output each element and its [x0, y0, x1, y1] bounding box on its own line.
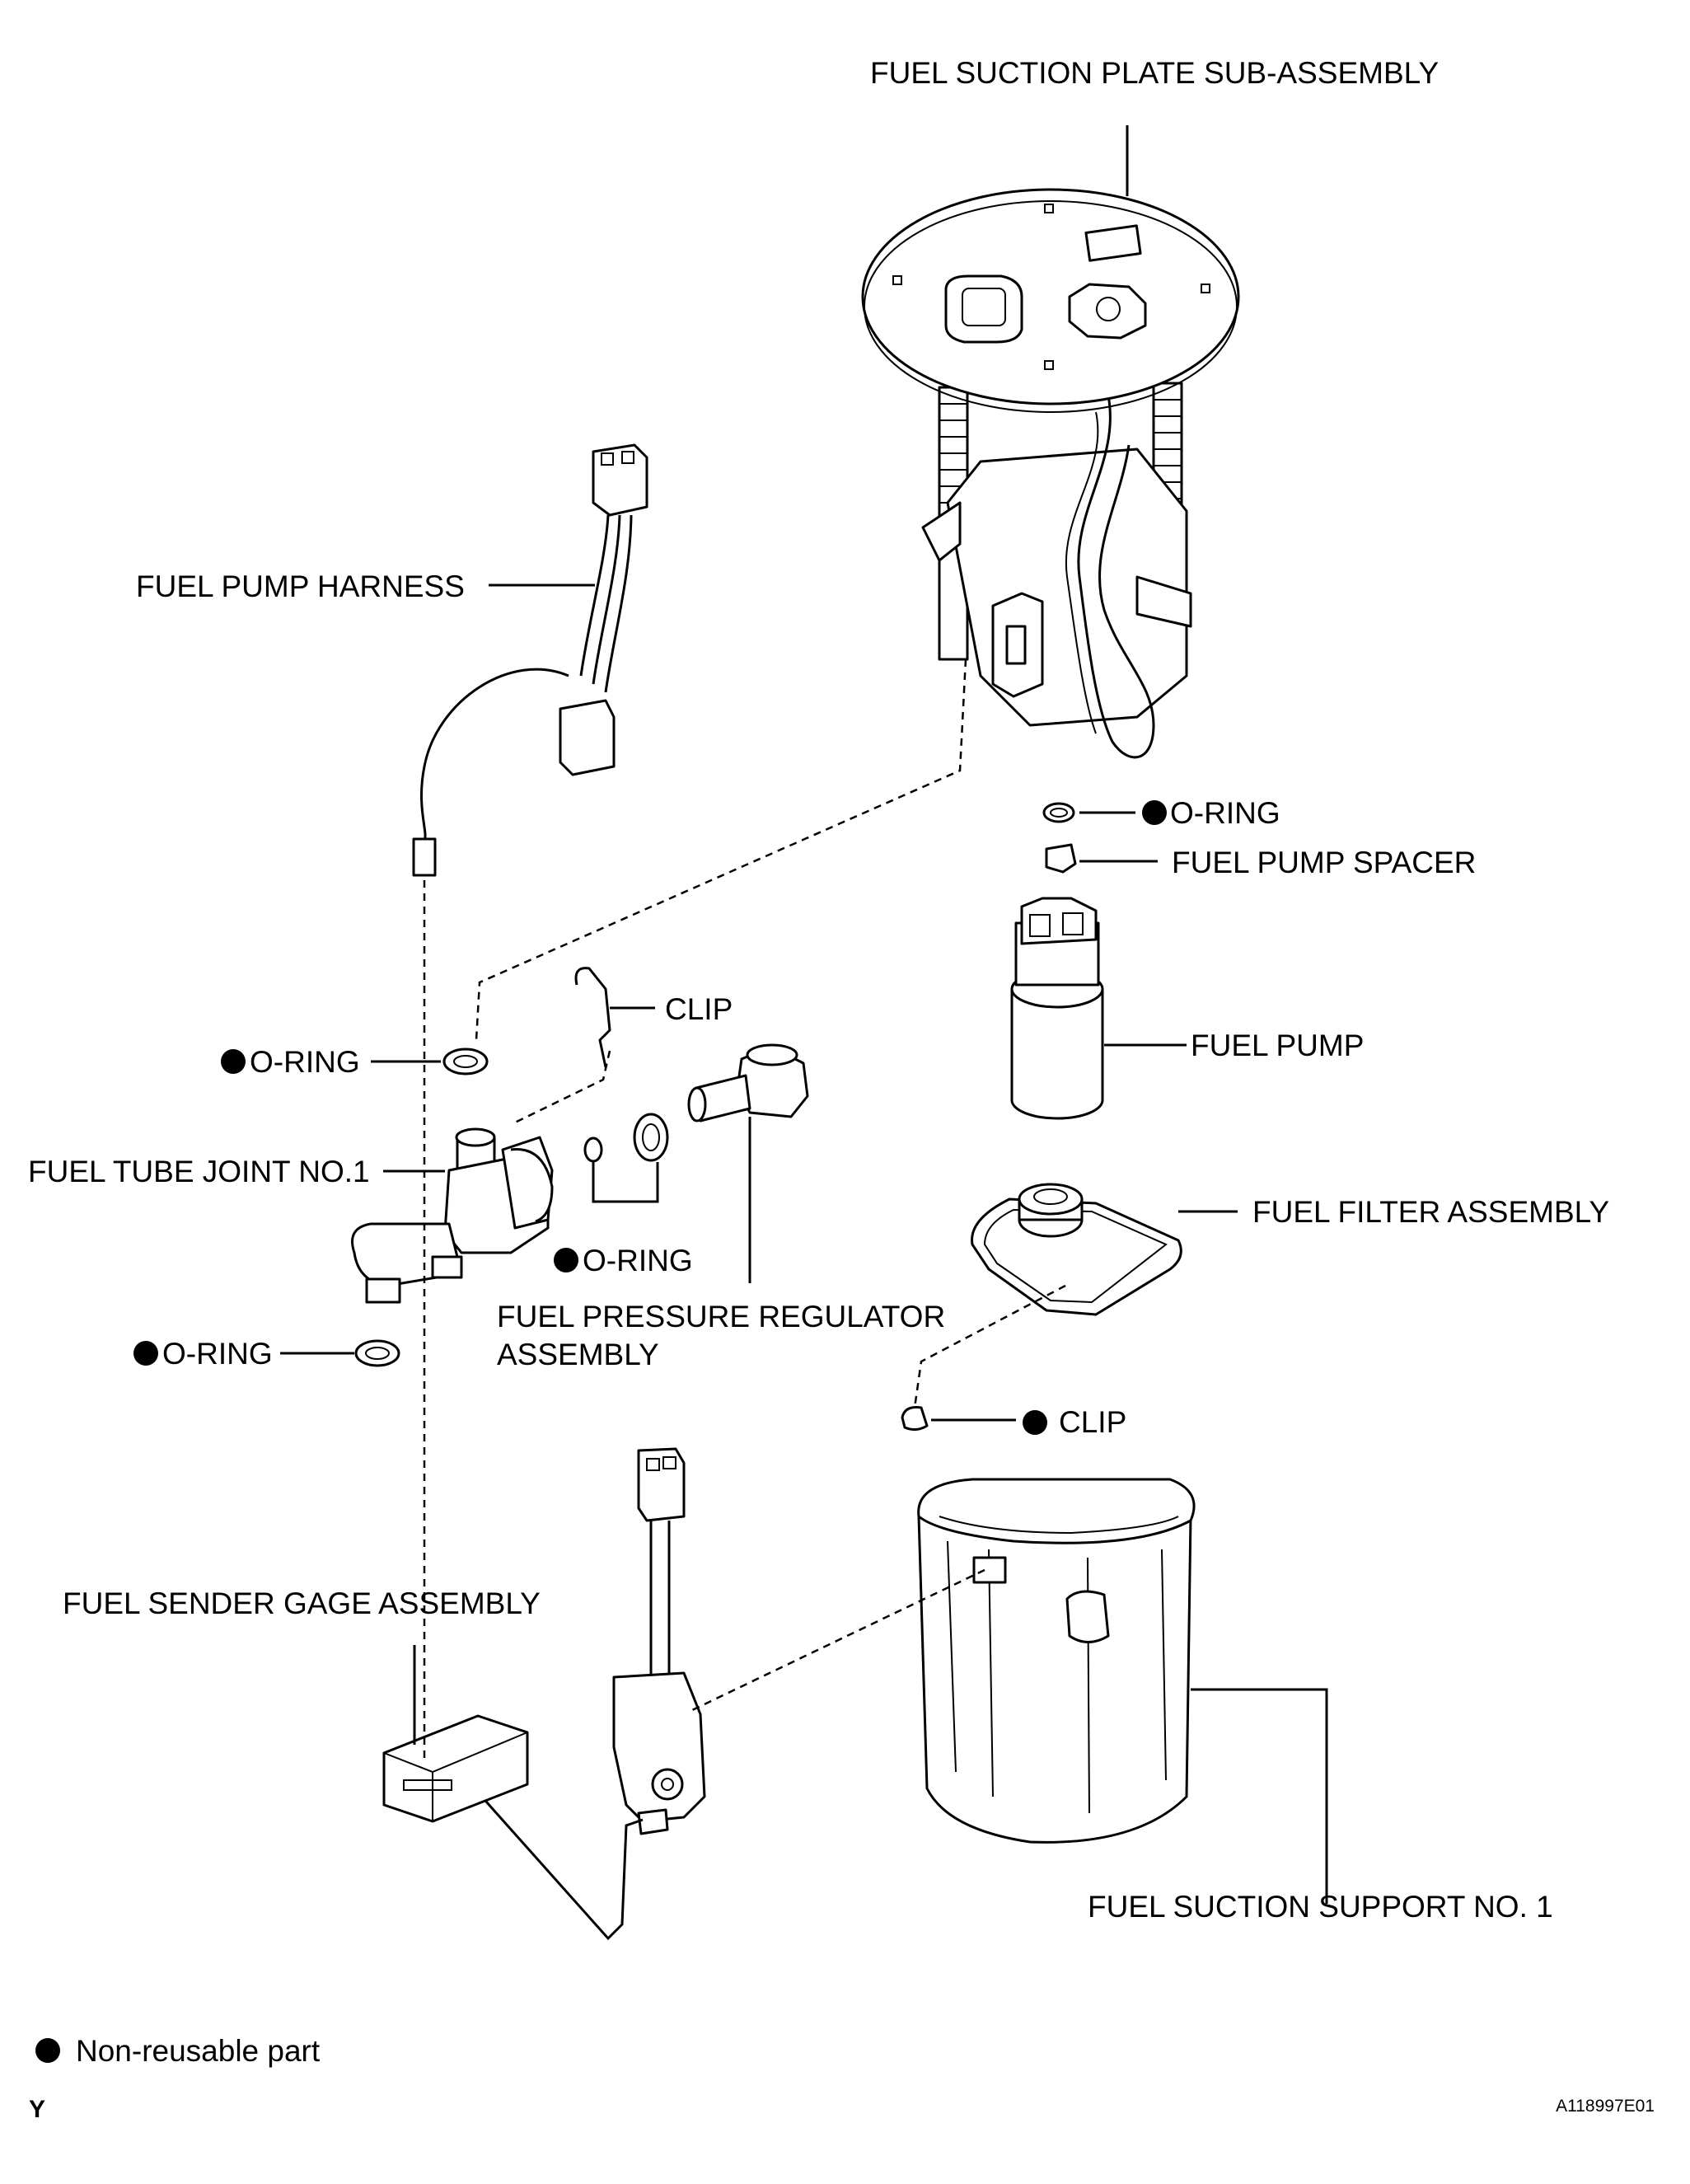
fuel-suction-plate-assembly-drawing: [861, 125, 1240, 759]
label-fuel-pump: FUEL PUMP: [1191, 1029, 1364, 1062]
figure-id: A118997E01: [1556, 2097, 1655, 2116]
non-reusable-dot-o-ring-left: [221, 1049, 246, 1074]
fuel-pressure-regulator-drawing: [574, 967, 809, 1163]
label-fuel-pressure-regulator-2: ASSEMBLY: [497, 1338, 659, 1371]
leader-lines: [280, 583, 1238, 1422]
label-o-ring-lower: O-RING: [162, 1337, 273, 1371]
label-fuel-pump-spacer: FUEL PUMP SPACER: [1172, 846, 1476, 879]
legend: Non-reusable part: [76, 2034, 321, 2068]
fuel-pump-stack-drawing: [1010, 802, 1104, 1120]
label-o-ring-pump-top: O-RING: [1170, 796, 1280, 830]
fuel-pump-harness-drawing: [412, 443, 648, 877]
non-reusable-dot-o-ring-pump-top: [1142, 800, 1167, 825]
legend-text: Non-reusable part: [76, 2034, 321, 2068]
part-labels: FUEL SUCTION PLATE SUB-ASSEMBLY FUEL PUM…: [28, 56, 1609, 1924]
label-fuel-suction-plate: FUEL SUCTION PLATE SUB-ASSEMBLY: [870, 56, 1439, 90]
non-reusable-dot-o-ring-regulator: [554, 1248, 578, 1272]
label-fuel-suction-support: FUEL SUCTION SUPPORT NO. 1: [1088, 1890, 1553, 1924]
non-reusable-dot-clip-lower: [1023, 1410, 1047, 1435]
fuel-sender-gage-drawing: [382, 1447, 706, 1941]
label-clip-upper: CLIP: [665, 992, 733, 1026]
label-o-ring-left: O-RING: [250, 1045, 360, 1079]
legend-dot: [35, 2038, 60, 2063]
fuel-tube-joint-drawing: [351, 1127, 554, 1304]
footer-left-mark: Y: [29, 2096, 45, 2123]
lower-clip-drawing: [901, 1406, 929, 1432]
label-fuel-tube-joint: FUEL TUBE JOINT NO.1: [28, 1155, 370, 1188]
loose-o-rings-drawing: [354, 1047, 489, 1367]
assembly-guide-lines: [423, 658, 1066, 1764]
label-clip-lower: CLIP: [1059, 1405, 1126, 1439]
label-o-ring-regulator: O-RING: [583, 1244, 693, 1277]
label-fuel-pressure-regulator-1: FUEL PRESSURE REGULATOR: [497, 1300, 945, 1333]
non-reusable-dot-o-ring-lower: [133, 1341, 158, 1366]
fuel-suction-support-drawing: [917, 1478, 1328, 1904]
label-fuel-filter: FUEL FILTER ASSEMBLY: [1252, 1195, 1609, 1229]
fuel-filter-drawing: [971, 1183, 1182, 1316]
label-fuel-pump-harness: FUEL PUMP HARNESS: [136, 569, 465, 603]
label-fuel-sender-gage: FUEL SENDER GAGE ASSEMBLY: [63, 1586, 541, 1620]
non-reusable-markers: [35, 800, 1167, 2063]
